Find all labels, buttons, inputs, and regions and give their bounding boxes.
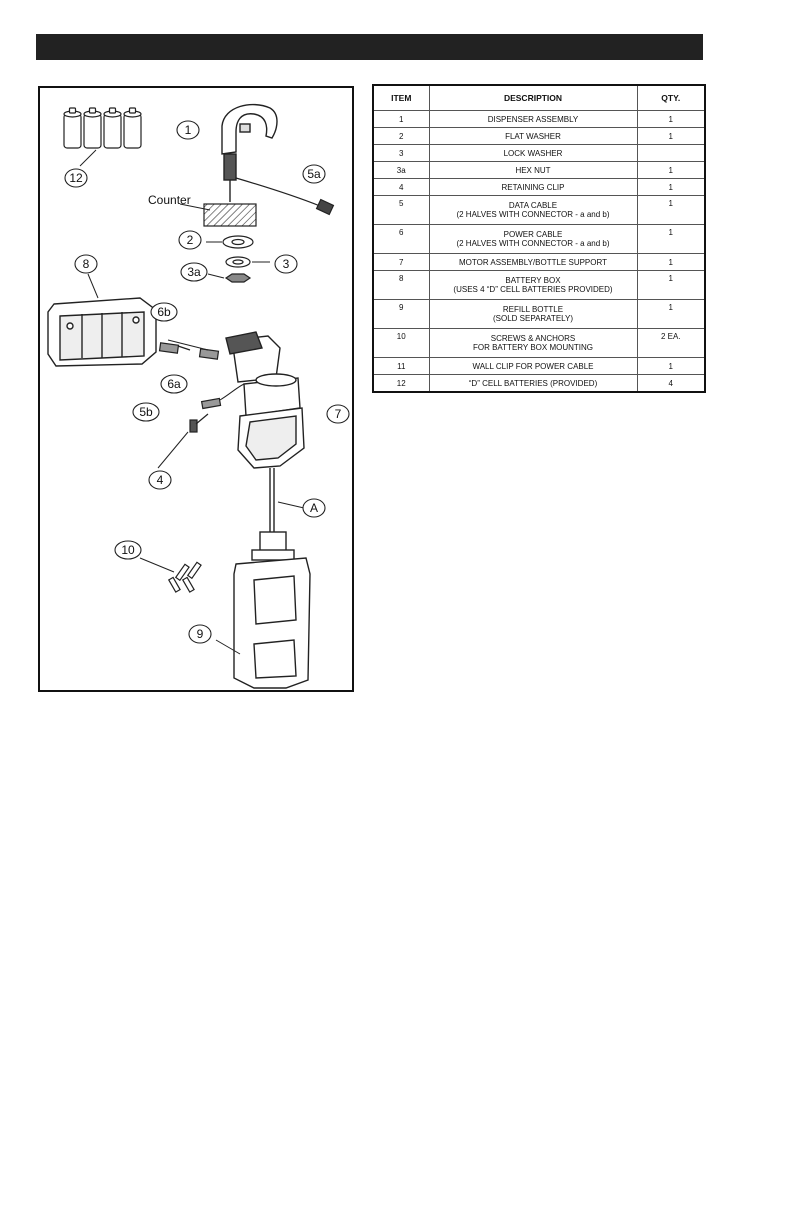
item-cell: 12 [372,374,430,393]
qty-cell: 2 EA. [636,328,706,358]
table-row: 4 RETAINING CLIP 1 [372,178,706,196]
description-line: REFILL BOTTLE [502,305,564,314]
description-cell: SCREWS & ANCHORS FOR BATTERY BOX MOUNTIN… [428,328,638,358]
callout-12: 12 [69,171,83,185]
qty-cell: 4 [636,374,706,393]
item-cell: 1 [372,110,430,128]
description-cell: POWER CABLE (2 HALVES WITH CONNECTOR - a… [428,224,638,254]
item-cell: 4 [372,178,430,196]
data-cable-5b-drawing [200,397,222,410]
description-line: FOR BATTERY BOX MOUNTING [472,343,593,352]
exploded-parts-diagram: 12 1 5a 2 3 3a 8 6b 6a 5b 7 4 A 10 9 Cou… [38,86,354,692]
qty-cell: 1 [636,178,706,196]
table-row: 9 REFILL BOTTLE (SOLD SEPARATELY) 1 [372,299,706,329]
callout-5a: 5a [307,167,321,181]
description-line: BATTERY BOX [505,276,561,285]
table-row: 3 LOCK WASHER [372,144,706,162]
table-row: 7 MOTOR ASSEMBLY/BOTTLE SUPPORT 1 [372,253,706,271]
callout-3a: 3a [187,265,201,279]
table-row: 2 FLAT WASHER 1 [372,127,706,145]
callout-6a: 6a [167,377,181,391]
refill-bottle-drawing [233,531,311,689]
data-cable-5a-drawing [235,177,335,216]
header-item: ITEM [372,84,430,111]
motor-assembly-drawing [225,331,305,469]
item-cell: 9 [372,299,430,329]
description-cell: “D” CELL BATTERIES (PROVIDED) [428,374,638,393]
dispenser-assembly-drawing [221,103,278,202]
description-cell: BATTERY BOX (USES 4 “D” CELL BATTERIES P… [428,270,638,300]
callout-a: A [310,501,318,515]
power-cable-connectors-drawing [158,342,220,360]
callout-6b: 6b [157,305,171,319]
qty-cell: 1 [636,270,706,300]
item-cell: 5 [372,195,430,225]
callout-3: 3 [283,257,290,271]
callout-4: 4 [157,473,164,487]
callout-8: 8 [83,257,90,271]
qty-cell [636,144,706,162]
d-cell-batteries-drawing [63,107,142,149]
table-row: 10 SCREWS & ANCHORS FOR BATTERY BOX MOUN… [372,328,706,358]
table-row: 3a HEX NUT 1 [372,161,706,179]
item-cell: 8 [372,270,430,300]
table-header-row: ITEM DESCRIPTION QTY. [372,84,706,111]
description-cell: DATA CABLE (2 HALVES WITH CONNECTOR - a … [428,195,638,225]
item-cell: 7 [372,253,430,271]
qty-cell: 1 [636,299,706,329]
qty-cell: 1 [636,357,706,375]
table-row: 11 WALL CLIP FOR POWER CABLE 1 [372,357,706,375]
table-row: 5 DATA CABLE (2 HALVES WITH CONNECTOR - … [372,195,706,225]
header-qty: QTY. [636,84,706,111]
description-line: DATA CABLE [508,201,558,210]
parts-list-table: ITEM DESCRIPTION QTY. 1 DISPENSER ASSEMB… [372,84,706,393]
description-line: (2 HALVES WITH CONNECTOR - a and b) [456,210,610,219]
item-cell: 11 [372,357,430,375]
item-cell: 2 [372,127,430,145]
callout-9: 9 [197,627,204,641]
description-line: SCREWS & ANCHORS [490,334,576,343]
qty-cell: 1 [636,224,706,254]
header-description: DESCRIPTION [428,84,638,111]
table-row: 6 POWER CABLE (2 HALVES WITH CONNECTOR -… [372,224,706,254]
callout-2: 2 [187,233,194,247]
description-line: POWER CABLE [503,230,563,239]
callout-1: 1 [185,123,192,137]
header-bar [36,34,703,60]
battery-box-drawing [47,297,157,367]
item-cell: 6 [372,224,430,254]
description-line: (2 HALVES WITH CONNECTOR - a and b) [456,239,610,248]
description-cell: FLAT WASHER [428,127,638,145]
qty-cell: 1 [636,253,706,271]
description-cell: REFILL BOTTLE (SOLD SEPARATELY) [428,299,638,329]
washers-and-nut-drawing [222,235,254,283]
description-line: (USES 4 “D” CELL BATTERIES PROVIDED) [453,285,613,294]
item-cell: 10 [372,328,430,358]
retaining-clip-drawing [189,413,209,433]
qty-cell: 1 [636,195,706,225]
table-row: 1 DISPENSER ASSEMBLY 1 [372,110,706,128]
qty-cell: 1 [636,110,706,128]
screws-and-anchors-drawing [167,561,202,593]
description-cell: HEX NUT [428,161,638,179]
qty-cell: 1 [636,127,706,145]
table-row: 12 “D” CELL BATTERIES (PROVIDED) 4 [372,374,706,393]
description-line: (SOLD SEPARATELY) [492,314,574,323]
counter-label: Counter [148,193,191,207]
description-cell: MOTOR ASSEMBLY/BOTTLE SUPPORT [428,253,638,271]
item-cell: 3 [372,144,430,162]
description-cell: WALL CLIP FOR POWER CABLE [428,357,638,375]
description-cell: RETAINING CLIP [428,178,638,196]
callout-7: 7 [335,407,342,421]
callout-5b: 5b [139,405,153,419]
description-cell: DISPENSER ASSEMBLY [428,110,638,128]
qty-cell: 1 [636,161,706,179]
description-cell: LOCK WASHER [428,144,638,162]
table-row: 8 BATTERY BOX (USES 4 “D” CELL BATTERIES… [372,270,706,300]
item-cell: 3a [372,161,430,179]
counter-drawing [203,203,257,227]
callout-10: 10 [121,543,135,557]
